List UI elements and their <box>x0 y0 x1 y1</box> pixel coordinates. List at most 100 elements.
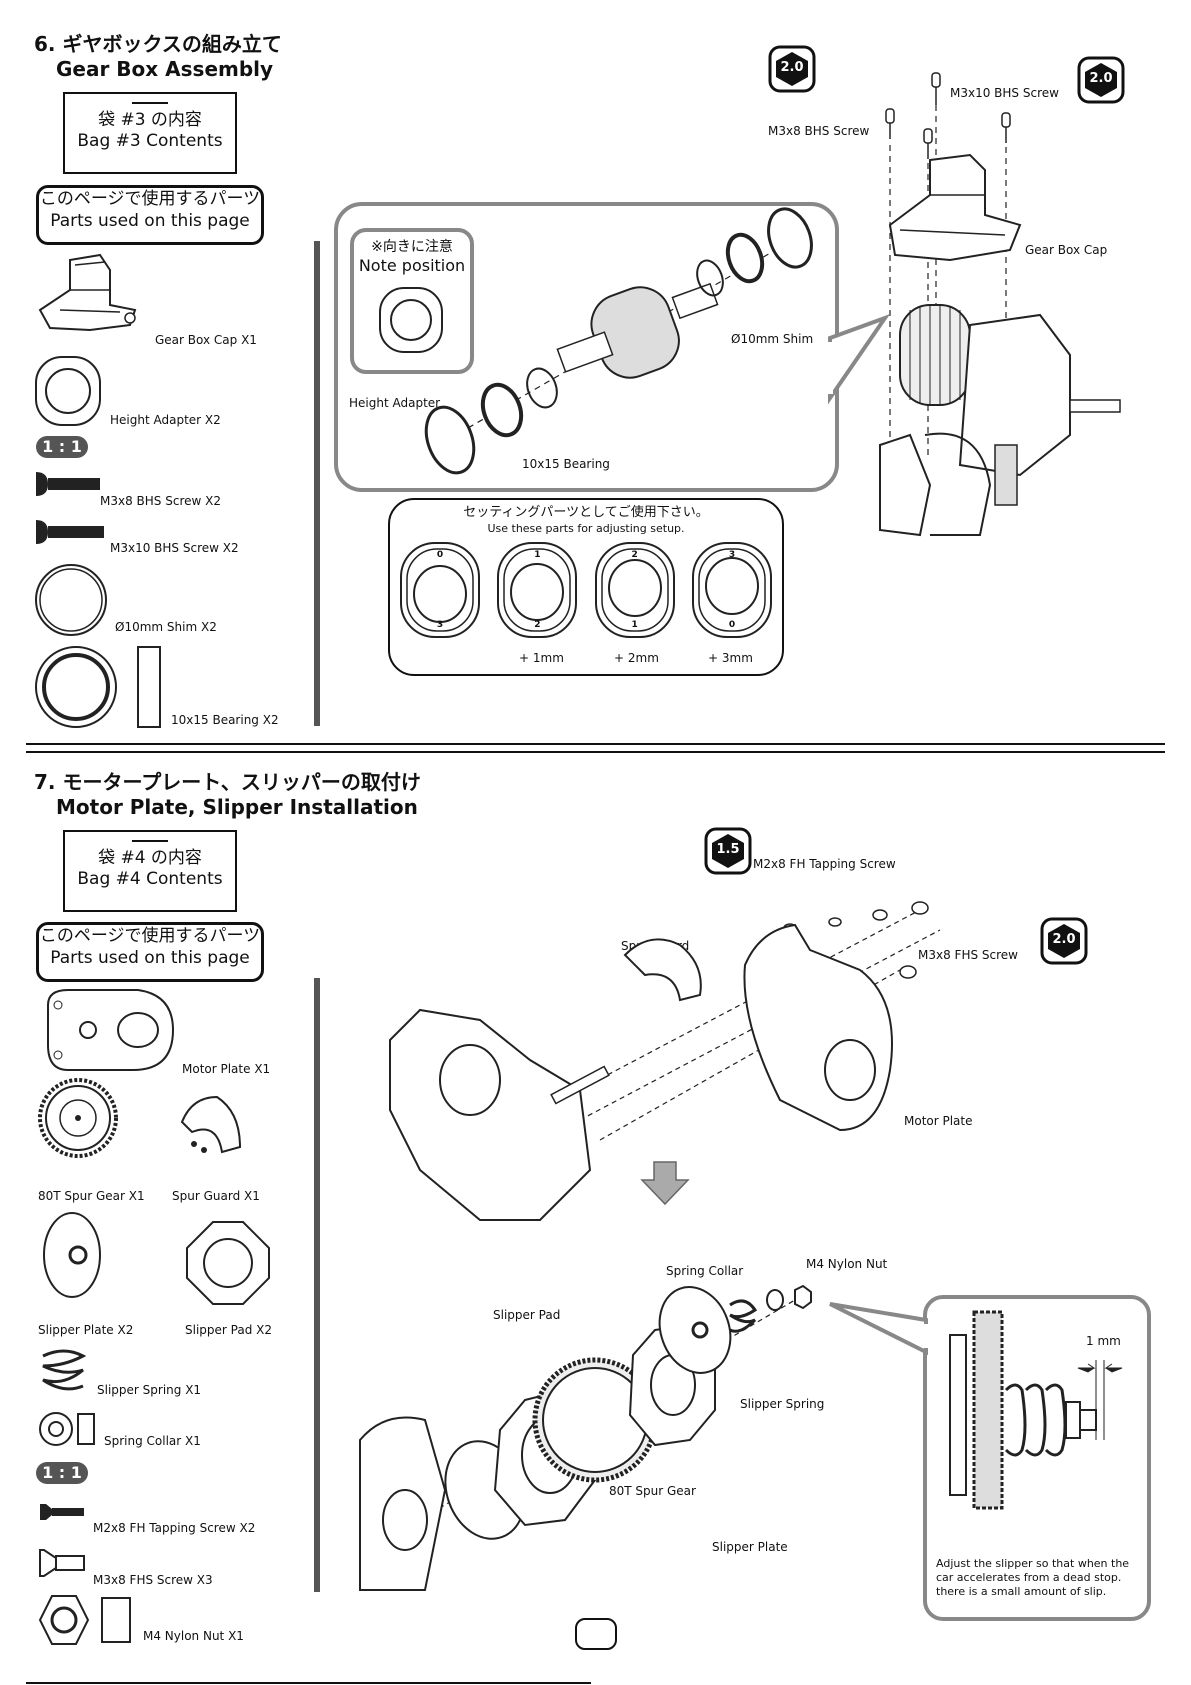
part-m3x8-fhs: M3x8 FHS Screw X3 <box>93 1573 213 1587</box>
detail-callout-pointer <box>829 1302 929 1356</box>
section7-title-jp: 7. モータープレート、スリッパーの取付け <box>34 770 421 794</box>
setting-adapter-1-bottom: 2 <box>534 620 541 630</box>
m4-nylon-nut-icon <box>38 1595 131 1645</box>
spring-collar-icon <box>39 1412 95 1446</box>
hex-size-label-20c: 2.0 <box>1052 932 1076 947</box>
footer-line <box>26 1682 591 1684</box>
label-gear-box-cap: Gear Box Cap <box>1025 243 1108 257</box>
parts-used-en-7: Parts used on this page <box>50 948 250 968</box>
hex-wrench-icon-15 <box>704 827 752 875</box>
part-motor-plate: Motor Plate X1 <box>182 1062 271 1076</box>
setting-adapter-0-icon <box>400 542 480 638</box>
motor-plate-assembly-drawing <box>389 901 941 1221</box>
setting-adapter-3: 3 0 <box>690 540 774 640</box>
setting-en: Use these parts for adjusting setup. <box>487 522 685 535</box>
slipper-adjust-note: Adjust the slipper so that when the car … <box>936 1557 1130 1598</box>
note-jp: ※向きに注意 <box>371 239 453 255</box>
setting-adapter-3-bottom: 0 <box>728 620 736 630</box>
setting-adapter-0-top: 0 <box>436 550 444 560</box>
part-shim: Ø10mm Shim X2 <box>115 620 217 634</box>
label-spur-gear: 80T Spur Gear <box>609 1484 696 1498</box>
offset-2mm: + 2mm <box>614 651 659 665</box>
bag4-en: Bag #4 Contents <box>77 869 223 889</box>
offset-1mm: + 1mm <box>519 651 564 665</box>
label-m3x8-fhs: M3x8 FHS Screw <box>918 948 1018 962</box>
m3x10-bhs-screw-icon <box>36 520 104 544</box>
slipper-exploded-drawing <box>359 1284 812 1591</box>
label-shim: Ø10mm Shim <box>731 332 814 346</box>
setting-adapter-2: 2 1 <box>593 540 677 640</box>
label-slipper-spring: Slipper Spring <box>740 1397 825 1411</box>
gear-box-cap-illustration <box>38 253 137 332</box>
label-motor-plate: Motor Plate <box>904 1114 973 1128</box>
bag4-jp: 袋 #4 の内容 <box>98 848 202 868</box>
setting-adapter-1: 1 2 <box>495 540 579 640</box>
bag-dash <box>132 102 168 104</box>
slipper-plate-icon <box>43 1212 101 1298</box>
bearing-icon <box>35 646 161 728</box>
hex-size-label-20b: 2.0 <box>1089 71 1113 86</box>
motor-plate-icon <box>47 989 175 1071</box>
setting-adapter-1-top: 1 <box>534 550 541 560</box>
label-spring-collar: Spring Collar <box>666 1264 744 1278</box>
part-m4-nut: M4 Nylon Nut X1 <box>143 1629 244 1643</box>
m2x8-fh-screw-icon <box>40 1504 84 1520</box>
slipper-spring-icon <box>42 1349 87 1391</box>
part-slipper-pad: Slipper Pad X2 <box>185 1323 272 1337</box>
label-slipper-pad: Slipper Pad <box>493 1308 561 1322</box>
setting-adapter-1-icon <box>497 542 578 638</box>
setting-jp: セッティングパーツとしてご使用下さい。 <box>463 505 709 520</box>
part-m3x8-bhs: M3x8 BHS Screw X2 <box>100 494 221 508</box>
down-arrow-icon <box>640 1161 690 1206</box>
label-height-adapter: Height Adapter <box>349 396 441 410</box>
hex-size-label-20a: 2.0 <box>780 60 804 75</box>
setting-adapter-2-top: 2 <box>631 550 638 560</box>
section6-title-en: Gear Box Assembly <box>56 57 274 81</box>
part-slipper-plate: Slipper Plate X2 <box>38 1323 134 1337</box>
hex-wrench-icon-20a <box>768 45 816 93</box>
part-slipper-spring: Slipper Spring X1 <box>97 1383 202 1397</box>
bag-dash-7 <box>132 840 168 842</box>
part-spur-gear: 80T Spur Gear X1 <box>38 1189 145 1203</box>
callout-pointer <box>827 313 891 405</box>
label-m2x8: M2x8 FH Tapping Screw <box>753 857 896 871</box>
part-m3x10-bhs: M3x10 BHS Screw X2 <box>110 541 239 555</box>
section6-title-jp: 6. ギヤボックスの組み立て <box>34 32 282 56</box>
divider-bar-7 <box>314 978 320 1592</box>
m3x8-bhs-screw-icon <box>36 472 100 496</box>
parts-used-box-7: このページで使用するパーツ Parts used on this page <box>36 922 264 982</box>
page-number-frame <box>575 1618 617 1650</box>
setting-adapter-2-icon <box>594 542 675 638</box>
height-adapter-illustration <box>35 356 101 426</box>
scale-badge-7: 1 : 1 <box>36 1462 88 1484</box>
part-height-adapter: Height Adapter X2 <box>110 413 221 427</box>
gearbox-assembly-drawing <box>879 72 1121 537</box>
parts-used-en-6: Parts used on this page <box>50 211 250 231</box>
setting-adapter-3-icon <box>691 542 772 638</box>
parts-used-box-6: このページで使用するパーツ Parts used on this page <box>36 185 264 245</box>
label-slipper-plate: Slipper Plate <box>712 1540 788 1554</box>
spur-gear-icon <box>38 1078 118 1158</box>
setting-adapter-2-bottom: 1 <box>631 620 638 630</box>
slipper-gap-detail-drawing <box>949 1310 1123 1510</box>
label-m3x10-bhs: M3x10 BHS Screw <box>950 86 1059 100</box>
part-bearing: 10x15 Bearing X2 <box>171 713 279 727</box>
height-adapter-oriented-icon <box>379 287 443 353</box>
section-divider-bottom <box>26 751 1165 753</box>
part-spur-guard: Spur Guard X1 <box>172 1189 260 1203</box>
section-divider-top <box>26 743 1165 745</box>
hex-size-label-15: 1.5 <box>716 842 740 857</box>
scale-badge-6: 1 : 1 <box>36 436 88 458</box>
note-position-box <box>350 228 474 374</box>
parts-used-jp-7: このページで使用するパーツ <box>39 926 261 946</box>
part-m2x8-fh: M2x8 FH Tapping Screw X2 <box>93 1521 256 1535</box>
setting-adapter-0: 0 3 <box>398 540 482 640</box>
bag3-box: 袋 #3 の内容 Bag #3 Contents <box>63 92 237 174</box>
offset-3mm: + 3mm <box>708 651 753 665</box>
part-spring-collar: Spring Collar X1 <box>104 1434 201 1448</box>
label-bearing: 10x15 Bearing <box>522 457 610 471</box>
part-gear-box-cap: Gear Box Cap X1 <box>155 333 257 347</box>
parts-used-jp-6: このページで使用するパーツ <box>39 189 261 209</box>
setting-adapter-3-top: 3 <box>728 550 736 560</box>
section7-title-en: Motor Plate, Slipper Installation <box>56 795 418 819</box>
